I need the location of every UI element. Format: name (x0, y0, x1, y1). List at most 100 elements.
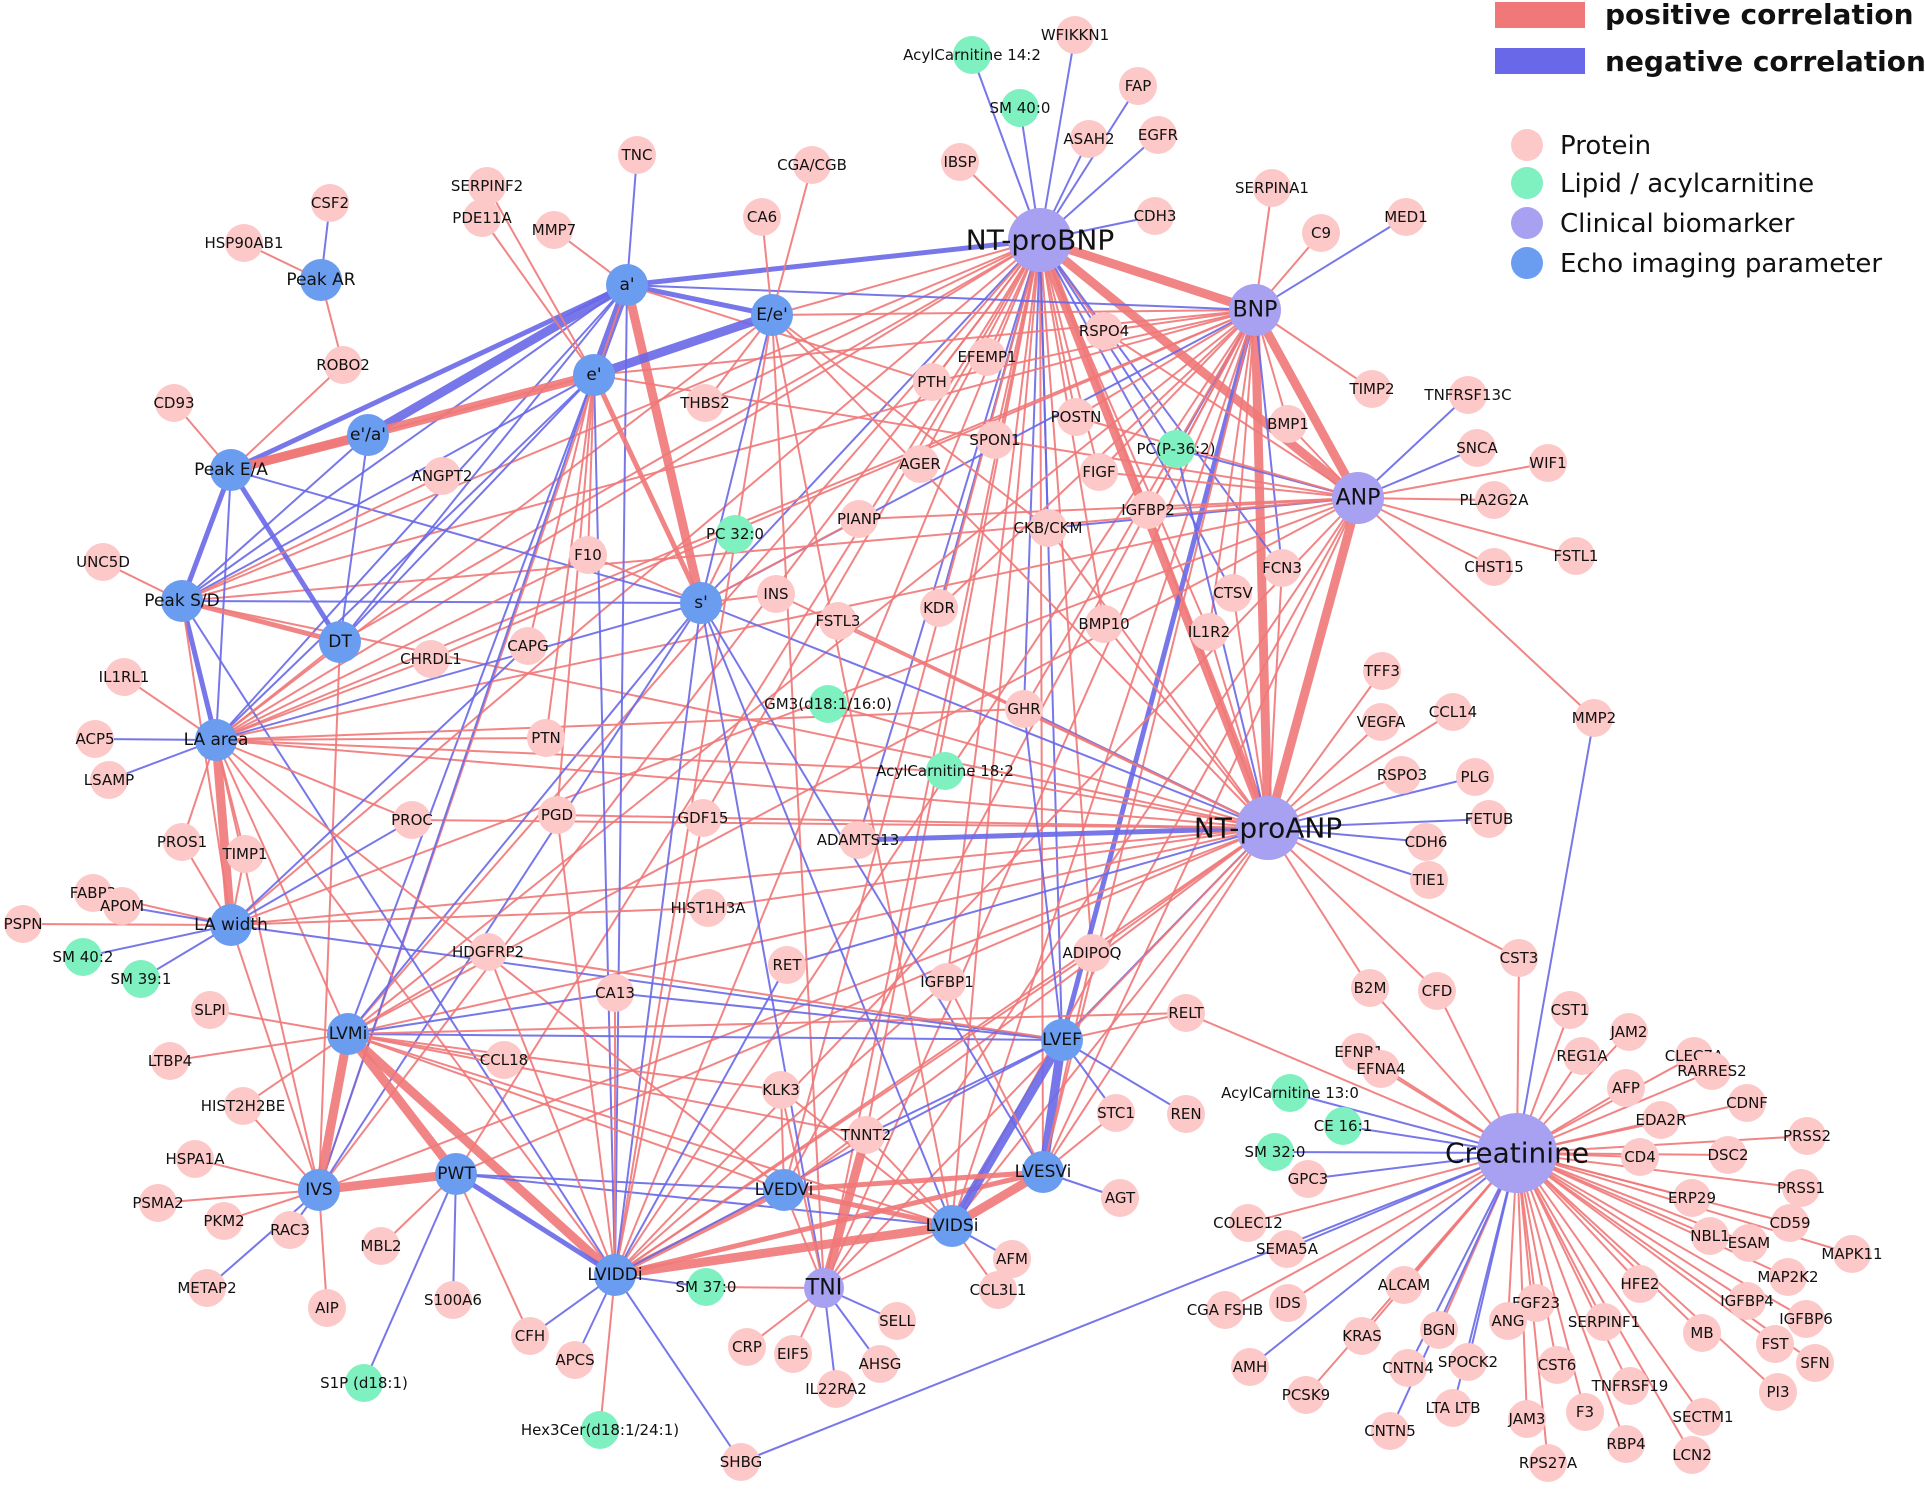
edge-e-a-dt (339, 434, 369, 643)
edge-lvidsi-tni (823, 1225, 953, 1289)
node-label: JAM3 (1508, 1410, 1546, 1428)
node-label: SPON1 (969, 431, 1020, 449)
node-circle (979, 1271, 1017, 1309)
node-label: MBL2 (360, 1237, 401, 1255)
node-circle (105, 658, 143, 696)
edge-anp-lviddi (614, 497, 1359, 1276)
node-circle (840, 500, 878, 538)
node-circle (1119, 67, 1157, 105)
edge-creatinine-amh (1249, 1152, 1518, 1368)
node-ins: INS (757, 575, 795, 613)
node-a: a' (606, 264, 648, 306)
edge-lvidsi-lvedvi (783, 1187, 953, 1229)
node-kras: KRAS (1342, 1317, 1382, 1355)
node-cntn5: CNTN5 (1364, 1412, 1416, 1450)
node-circle (556, 1341, 594, 1379)
edge-lviddi-adipoq (614, 952, 1093, 1276)
node-circle (84, 543, 122, 581)
node-circle (1269, 1284, 1307, 1322)
node-fcn3: FCN3 (1262, 549, 1302, 587)
node-relt: RELT (1167, 994, 1205, 1032)
edge-nt-probnp-figf (1039, 239, 1100, 473)
node-label: PTH (917, 373, 947, 391)
node-label: GHR (1007, 700, 1040, 718)
node-label: BMP10 (1078, 615, 1129, 633)
node-thbs2: THBS2 (679, 384, 730, 422)
node-ibsp: IBSP (941, 143, 979, 181)
node-lvesvi: LVESVi (1015, 1151, 1071, 1193)
edge-la-width-capg (230, 645, 529, 926)
node-circle (819, 602, 857, 640)
node-circle (1324, 1107, 1362, 1145)
node-label: LA width (194, 915, 268, 935)
node-label: ASAH2 (1063, 130, 1114, 148)
edge-nt-proanp-s (700, 602, 1269, 829)
node-sm-37-0: SM 37:0 (676, 1268, 736, 1306)
node-ager: AGER (899, 445, 941, 483)
node-label: ANG (1491, 1312, 1524, 1330)
edge-a-lviddi (614, 284, 628, 1276)
node-label: Hex3Cer(d18:1/24:1) (521, 1421, 679, 1439)
legend-positive-label: positive correlation (1605, 0, 1914, 31)
edge-nt-proanp-lvidsi (951, 827, 1269, 1227)
edge-a-peak-s-d (181, 284, 628, 602)
edge-s-tni (700, 602, 825, 1289)
node-plg: PLG (1456, 758, 1494, 796)
node-circle (839, 821, 877, 859)
node-circle (224, 1087, 262, 1125)
node-circle (1383, 756, 1421, 794)
node-capg: CAPG (507, 627, 549, 665)
node-label: CTSV (1213, 584, 1253, 602)
node-label: CST6 (1538, 1356, 1577, 1374)
node-timp1: TIMP1 (221, 835, 268, 873)
node-circle (103, 887, 141, 925)
node-circle (1684, 1398, 1722, 1436)
node-circle (210, 904, 252, 946)
node-circle (1371, 1412, 1409, 1450)
edge-la-width-sm-40-2 (82, 924, 232, 958)
node-circle (1782, 1169, 1820, 1207)
edge-lvef-ghr (1023, 708, 1063, 1041)
node-circle (1206, 1291, 1244, 1329)
node-circle (913, 363, 951, 401)
node-cd93: CD93 (153, 384, 195, 422)
node-circle (1691, 1217, 1729, 1255)
edge-la-width-pspn (22, 923, 232, 926)
edge-e-serpinf2 (486, 185, 595, 376)
node-label: CAPG (507, 637, 548, 655)
node-sm-40-0: SM 40:0 (990, 89, 1050, 127)
node-label: CA6 (747, 208, 777, 226)
edge-s-pianp (700, 518, 860, 604)
edge-la-area-acylcarnitine-18-2 (215, 739, 946, 772)
node-circle (1363, 652, 1401, 690)
node-circle (1271, 1074, 1309, 1112)
node-circle (847, 1116, 885, 1154)
node-circle (1607, 1069, 1645, 1107)
edge-nt-probnp-bnp (1038, 235, 1257, 315)
node-circle (324, 346, 362, 384)
node-circle (1771, 1204, 1809, 1242)
node-circle (1489, 1302, 1527, 1340)
node-label: FSTL1 (1554, 547, 1599, 565)
node-apom: APOM (100, 887, 144, 925)
edge-la-area-lviddi (215, 739, 616, 1276)
node-label: FSTL3 (816, 612, 861, 630)
edge-nt-probnp-il1r2 (1039, 239, 1210, 633)
node-peak-e-a: Peak E/A (194, 449, 268, 491)
edge-lviddi-lvidsi (614, 1221, 953, 1280)
node-label: UNC5D (76, 553, 130, 571)
node-circle (535, 211, 573, 249)
node-cst6: CST6 (1538, 1346, 1577, 1384)
node-label: TNI (805, 1276, 842, 1301)
node-circle (1434, 693, 1472, 731)
node-label: CST3 (1500, 949, 1539, 967)
node-kdr: KDR (920, 589, 958, 627)
node-label: IL1RL1 (99, 668, 150, 686)
node-circle (1610, 1013, 1648, 1051)
node-efna4: EFNA4 (1356, 1050, 1406, 1088)
edge-e-pde11a (481, 217, 595, 376)
edge-nt-probnp-spon1 (994, 239, 1041, 441)
edge-lvmi-hist2h2be (242, 1033, 349, 1107)
node-pspn: PSPN (4, 905, 42, 943)
